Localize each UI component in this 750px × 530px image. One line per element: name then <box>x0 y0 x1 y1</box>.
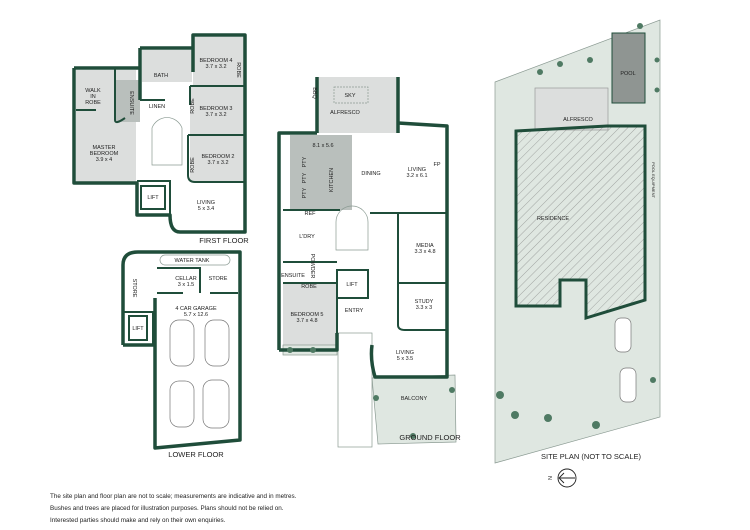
ground-floor-plan: SKY ALFRESCO BBQ 8.1 x 5.6 KITCHEN PTY P… <box>277 77 461 448</box>
svg-text:3 x 1.5: 3 x 1.5 <box>178 282 195 288</box>
lift-label: LIFT <box>147 195 159 201</box>
svg-text:PTY: PTY <box>302 187 308 198</box>
svg-text:3.7 x 3.2: 3.7 x 3.2 <box>205 112 226 118</box>
svg-text:BEDROOM: BEDROOM <box>90 151 119 157</box>
svg-text:POWDER: POWDER <box>309 254 315 279</box>
media-label: MEDIA <box>416 243 434 249</box>
car <box>169 380 195 428</box>
lift-label: LIFT <box>346 282 358 288</box>
svg-text:ROBE: ROBE <box>85 100 101 106</box>
svg-text:REF: REF <box>305 211 317 217</box>
site-alfresco-label: ALFRESCO <box>563 117 593 123</box>
svg-text:3.2 x 6.1: 3.2 x 6.1 <box>406 173 427 179</box>
lift-label: LIFT <box>132 326 144 332</box>
svg-text:MASTER: MASTER <box>93 145 116 151</box>
bedroom2-label: BEDROOM 2 <box>201 154 234 160</box>
entry-label: ENTRY <box>345 308 364 314</box>
living-label: LIVING <box>197 200 215 206</box>
living-label: LIVING <box>408 167 426 173</box>
balcony-label: BALCONY <box>401 396 428 402</box>
ground-floor-title: GROUND FLOOR <box>399 433 461 442</box>
walk-in-robe-label: WALK IN ROBE <box>85 88 101 106</box>
note-line: The site plan and floor plan are not to … <box>50 493 297 500</box>
svg-text:IN: IN <box>90 94 96 100</box>
residence-footprint <box>514 124 647 321</box>
ensuite-label: ENSUITE <box>128 91 134 115</box>
garage-label: 4 CAR GARAGE <box>175 306 217 312</box>
bedroom4-label: BEDROOM 4 <box>199 58 232 64</box>
svg-text:3.3 x 3: 3.3 x 3 <box>416 305 433 311</box>
svg-text:BBQ: BBQ <box>311 87 317 99</box>
bath-label: BATH <box>154 73 168 79</box>
ensuite-label: ENSUITE <box>281 273 305 279</box>
dining-label: DINING <box>361 171 380 177</box>
svg-text:ROBE: ROBE <box>301 284 317 290</box>
linen-label: LINEN <box>149 104 165 110</box>
living2-label: LIVING <box>396 350 414 356</box>
alfresco-label: ALFRESCO <box>330 110 360 116</box>
store-side-label: STORE <box>131 279 137 298</box>
site-plan: POOL ALFRESCO RESIDENCE POOL EQUIPMENT S… <box>494 19 661 488</box>
car <box>204 319 230 367</box>
residence-label: RESIDENCE <box>537 216 569 222</box>
car <box>202 379 230 429</box>
svg-text:PTY: PTY <box>302 156 308 167</box>
svg-text:3.7 x 4.8: 3.7 x 4.8 <box>296 318 317 324</box>
cellar-label: CELLAR <box>175 276 196 282</box>
svg-text:PTY: PTY <box>302 172 308 183</box>
svg-text:3.3 x 4.8: 3.3 x 4.8 <box>414 249 435 255</box>
svg-text:5 x 3.4: 5 x 3.4 <box>198 206 215 212</box>
kitchen-label: KITCHEN <box>329 168 335 192</box>
svg-text:ROBE: ROBE <box>190 98 196 114</box>
north-arrow-icon: N <box>548 468 577 488</box>
robe-label: ROBE <box>235 62 241 78</box>
note-line: Bushes and trees are placed for illustra… <box>50 505 284 512</box>
study-label: STUDY <box>415 299 434 305</box>
note-line: Interested parties should make and rely … <box>50 517 226 524</box>
laundry-label: L'DRY <box>299 234 315 240</box>
svg-text:3.7 x 3.2: 3.7 x 3.2 <box>207 160 228 166</box>
kitchen-dims-label: 8.1 x 5.6 <box>312 143 333 149</box>
svg-text:3.7 x 3.2: 3.7 x 3.2 <box>205 64 226 70</box>
first-floor-plan: WALK IN ROBE MASTER BEDROOM 3.9 x 4 BATH… <box>72 33 249 245</box>
svg-text:5.7 x 12.6: 5.7 x 12.6 <box>184 312 208 318</box>
svg-text:WALK: WALK <box>85 88 101 94</box>
pool-label: POOL <box>620 71 635 77</box>
car <box>169 319 195 367</box>
water-tank-label: WATER TANK <box>175 258 210 264</box>
lower-floor-title: LOWER FLOOR <box>168 450 224 459</box>
svg-text:ROBE: ROBE <box>190 157 196 173</box>
lower-floor-plan: WATER TANK CELLAR 3 x 1.5 STORE STORE LI… <box>121 250 242 459</box>
first-floor-title: FIRST FLOOR <box>199 236 249 245</box>
bedroom3-label: BEDROOM 3 <box>199 106 232 112</box>
svg-text:FP: FP <box>433 162 440 168</box>
store-label: STORE <box>209 276 228 282</box>
svg-text:POOL EQUIPMENT: POOL EQUIPMENT <box>651 162 656 198</box>
sky-label: SKY <box>344 93 355 99</box>
svg-text:5 x 3.5: 5 x 3.5 <box>397 356 414 362</box>
master-bedroom-label: MASTER BEDROOM 3.9 x 4 <box>90 145 119 163</box>
svg-text:3.9 x 4: 3.9 x 4 <box>96 157 113 163</box>
svg-text:N: N <box>548 476 554 480</box>
site-plan-title: SITE PLAN (NOT TO SCALE) <box>541 452 642 461</box>
bedroom5-label: BEDROOM 5 <box>290 312 323 318</box>
disclaimer-notes: The site plan and floor plan are not to … <box>50 491 296 527</box>
